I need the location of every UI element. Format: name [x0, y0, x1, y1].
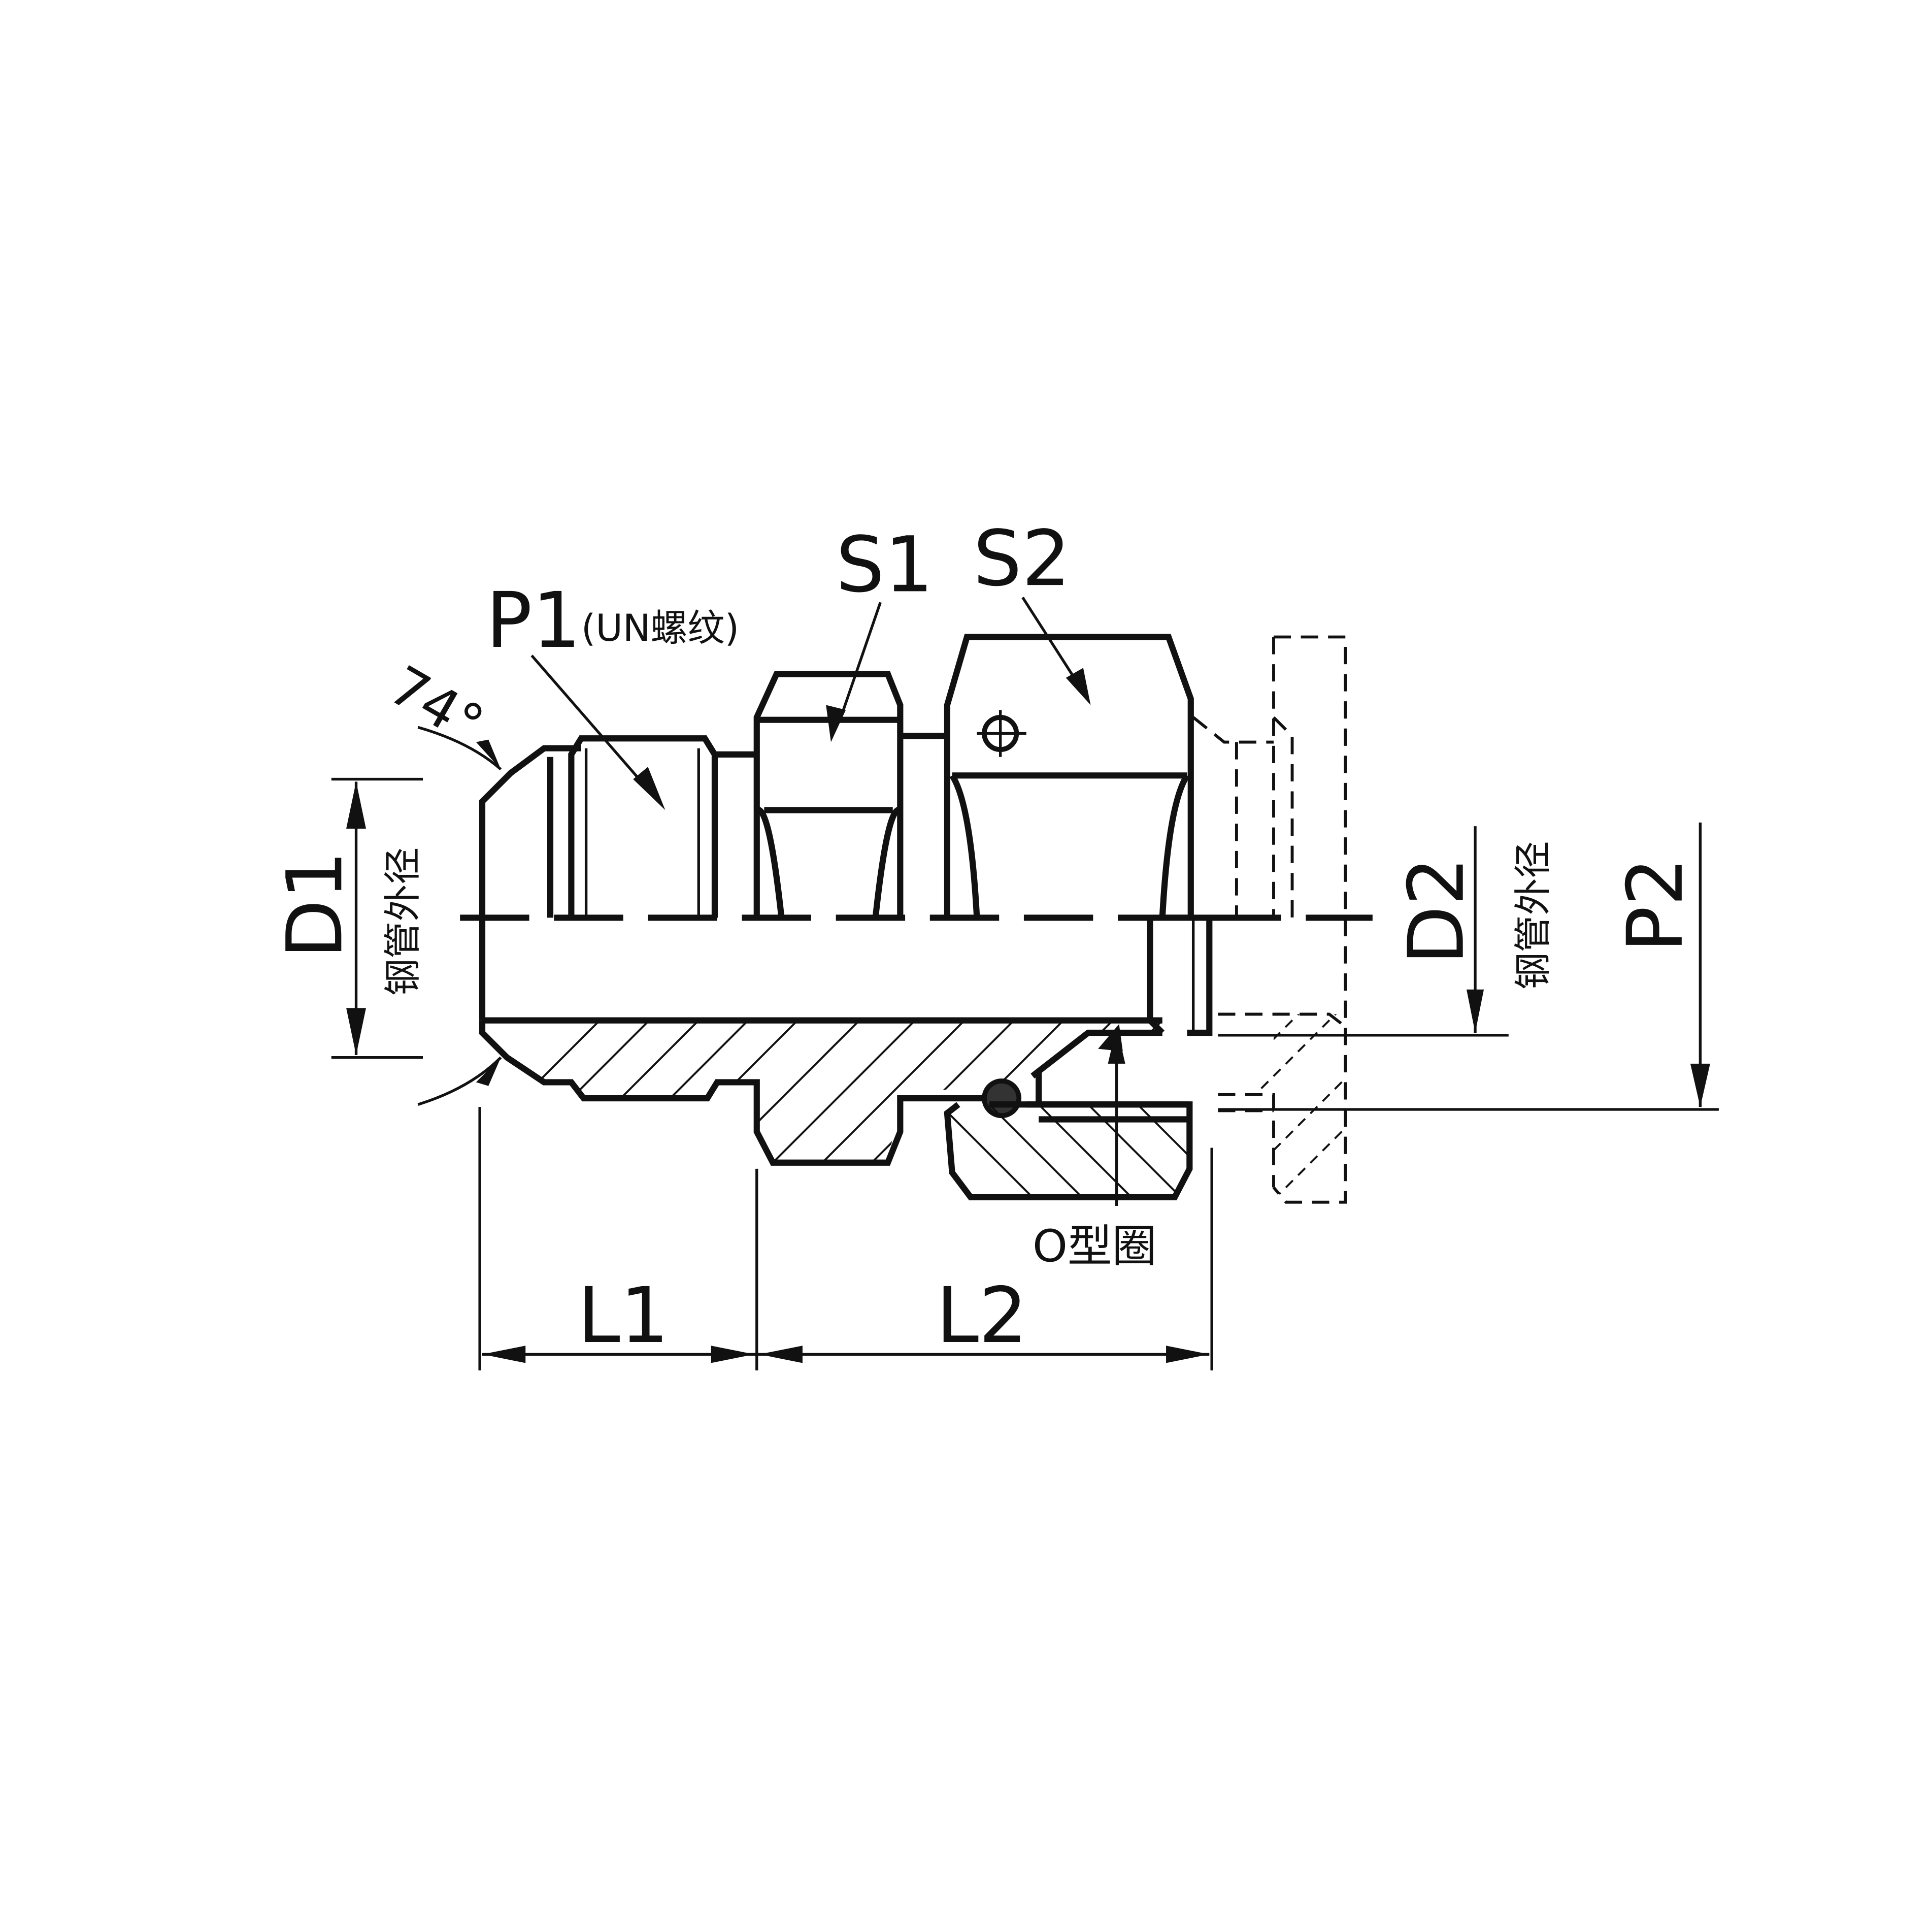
bore	[460, 914, 1373, 1036]
s2-label: S2	[973, 514, 1071, 603]
p2-dimension: P2	[1218, 822, 1719, 1111]
p1-label: P1	[486, 576, 581, 665]
nut-section	[944, 1101, 1193, 1201]
length-dimensions: L1 L2	[478, 1107, 1213, 1370]
fitting-body-section	[479, 1020, 1162, 1166]
s1-label: S1	[836, 520, 934, 609]
angle-label: 74°	[379, 654, 493, 757]
l1-label: L1	[578, 1271, 669, 1360]
p1-note: (UN螺纹)	[581, 607, 739, 650]
s2-callout: S2	[973, 514, 1091, 705]
o-ring-symbol	[982, 1078, 1022, 1119]
d1-dimension: D1 钢管外径	[270, 777, 424, 1059]
o-ring-label: O型圈	[1033, 1221, 1156, 1272]
d2-label: D2	[1392, 857, 1481, 965]
p1-callout: P1 (UN螺纹)	[486, 576, 739, 810]
d1-note: 钢管外径	[381, 847, 424, 996]
p2-label: P2	[1611, 857, 1700, 952]
fitting-body-top	[479, 634, 1194, 919]
l2-label: L2	[936, 1271, 1027, 1360]
o-ring-callout: O型圈	[1033, 1026, 1156, 1272]
d1-label: D1	[270, 850, 359, 958]
d2-note: 钢管外径	[1512, 841, 1555, 989]
s1-callout: S1	[826, 520, 934, 742]
d2-dimension: D2 钢管外径	[1218, 826, 1555, 1037]
